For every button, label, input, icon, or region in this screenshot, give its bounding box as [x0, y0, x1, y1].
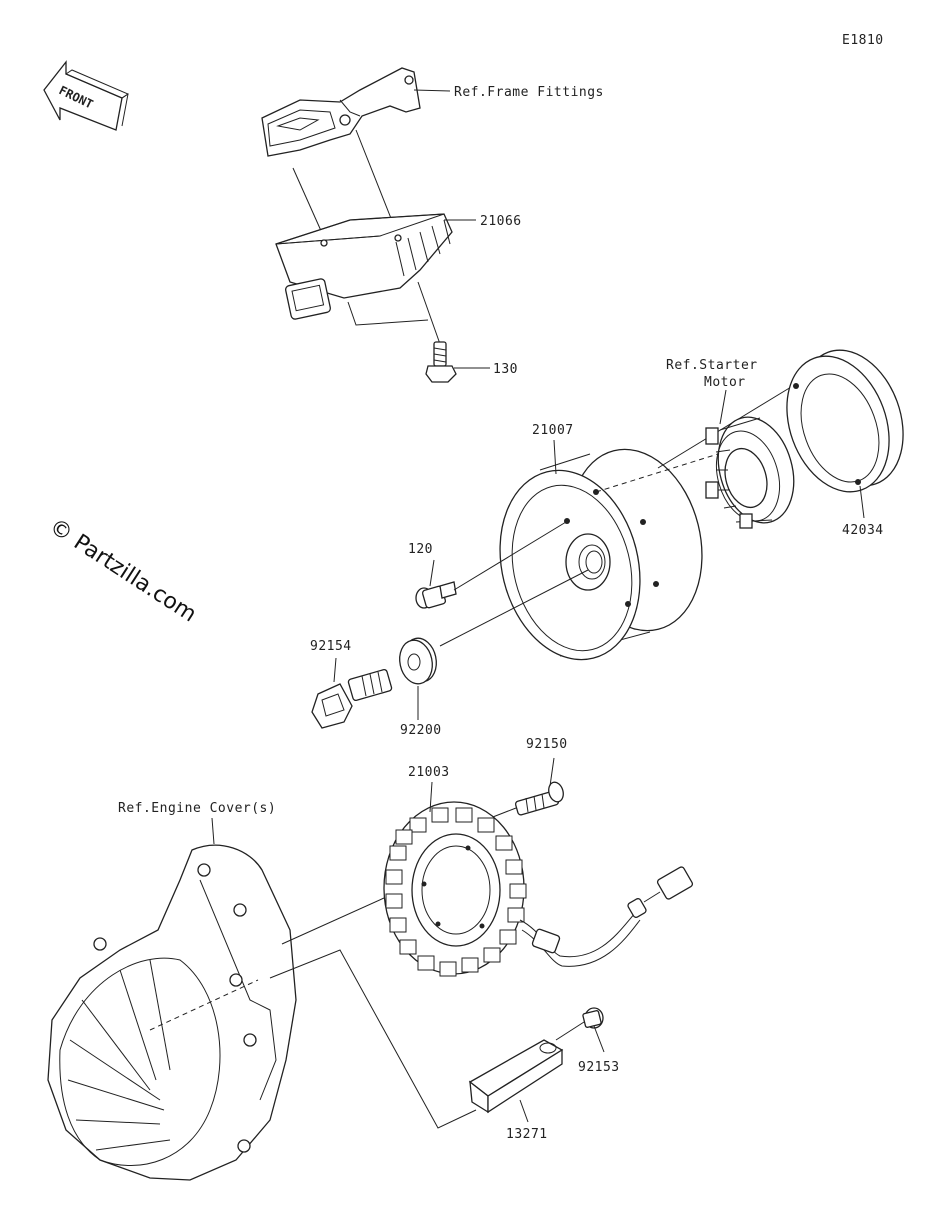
stator-21003 — [383, 801, 694, 977]
bolt-92154 — [311, 668, 393, 729]
watermark: © Partzilla.com — [45, 514, 201, 627]
part-label-120: 120 — [408, 542, 433, 557]
ref-frame-fittings-label: Ref.Frame Fittings — [454, 85, 604, 100]
part-label-92154: 92154 — [310, 639, 352, 654]
ref-starter-motor-label-1: Ref.Starter — [666, 358, 758, 373]
gear-42034 — [786, 347, 904, 493]
starter-clutch — [705, 416, 795, 529]
rotor-21007 — [499, 448, 703, 661]
frame-fitting-bracket — [261, 67, 421, 157]
part-label-21066: 21066 — [480, 214, 522, 229]
part-label-92153: 92153 — [578, 1060, 620, 1075]
part-label-92200: 92200 — [400, 723, 442, 738]
part-label-92150: 92150 — [526, 737, 568, 752]
part-label-21007: 21007 — [532, 423, 574, 438]
part-label-42034: 42034 — [842, 523, 884, 538]
ref-engine-cover-label: Ref.Engine Cover(s) — [118, 801, 276, 816]
diagram-id: E1810 — [842, 33, 884, 48]
part-label-130: 130 — [493, 362, 518, 377]
bolt-120 — [415, 581, 457, 609]
part-label-21003: 21003 — [408, 765, 450, 780]
part-label-13271: 13271 — [506, 1127, 548, 1142]
ref-starter-motor-label-2: Motor — [704, 375, 746, 390]
bolt-92153 — [582, 1007, 604, 1029]
bolt-130 — [425, 341, 457, 383]
washer-92200 — [399, 637, 437, 685]
front-arrow-icon: FRONT — [43, 60, 130, 131]
regulator-21066 — [275, 213, 453, 320]
plate-13271 — [468, 1039, 564, 1114]
bolt-92150 — [514, 781, 564, 816]
engine-cover — [47, 844, 297, 1181]
